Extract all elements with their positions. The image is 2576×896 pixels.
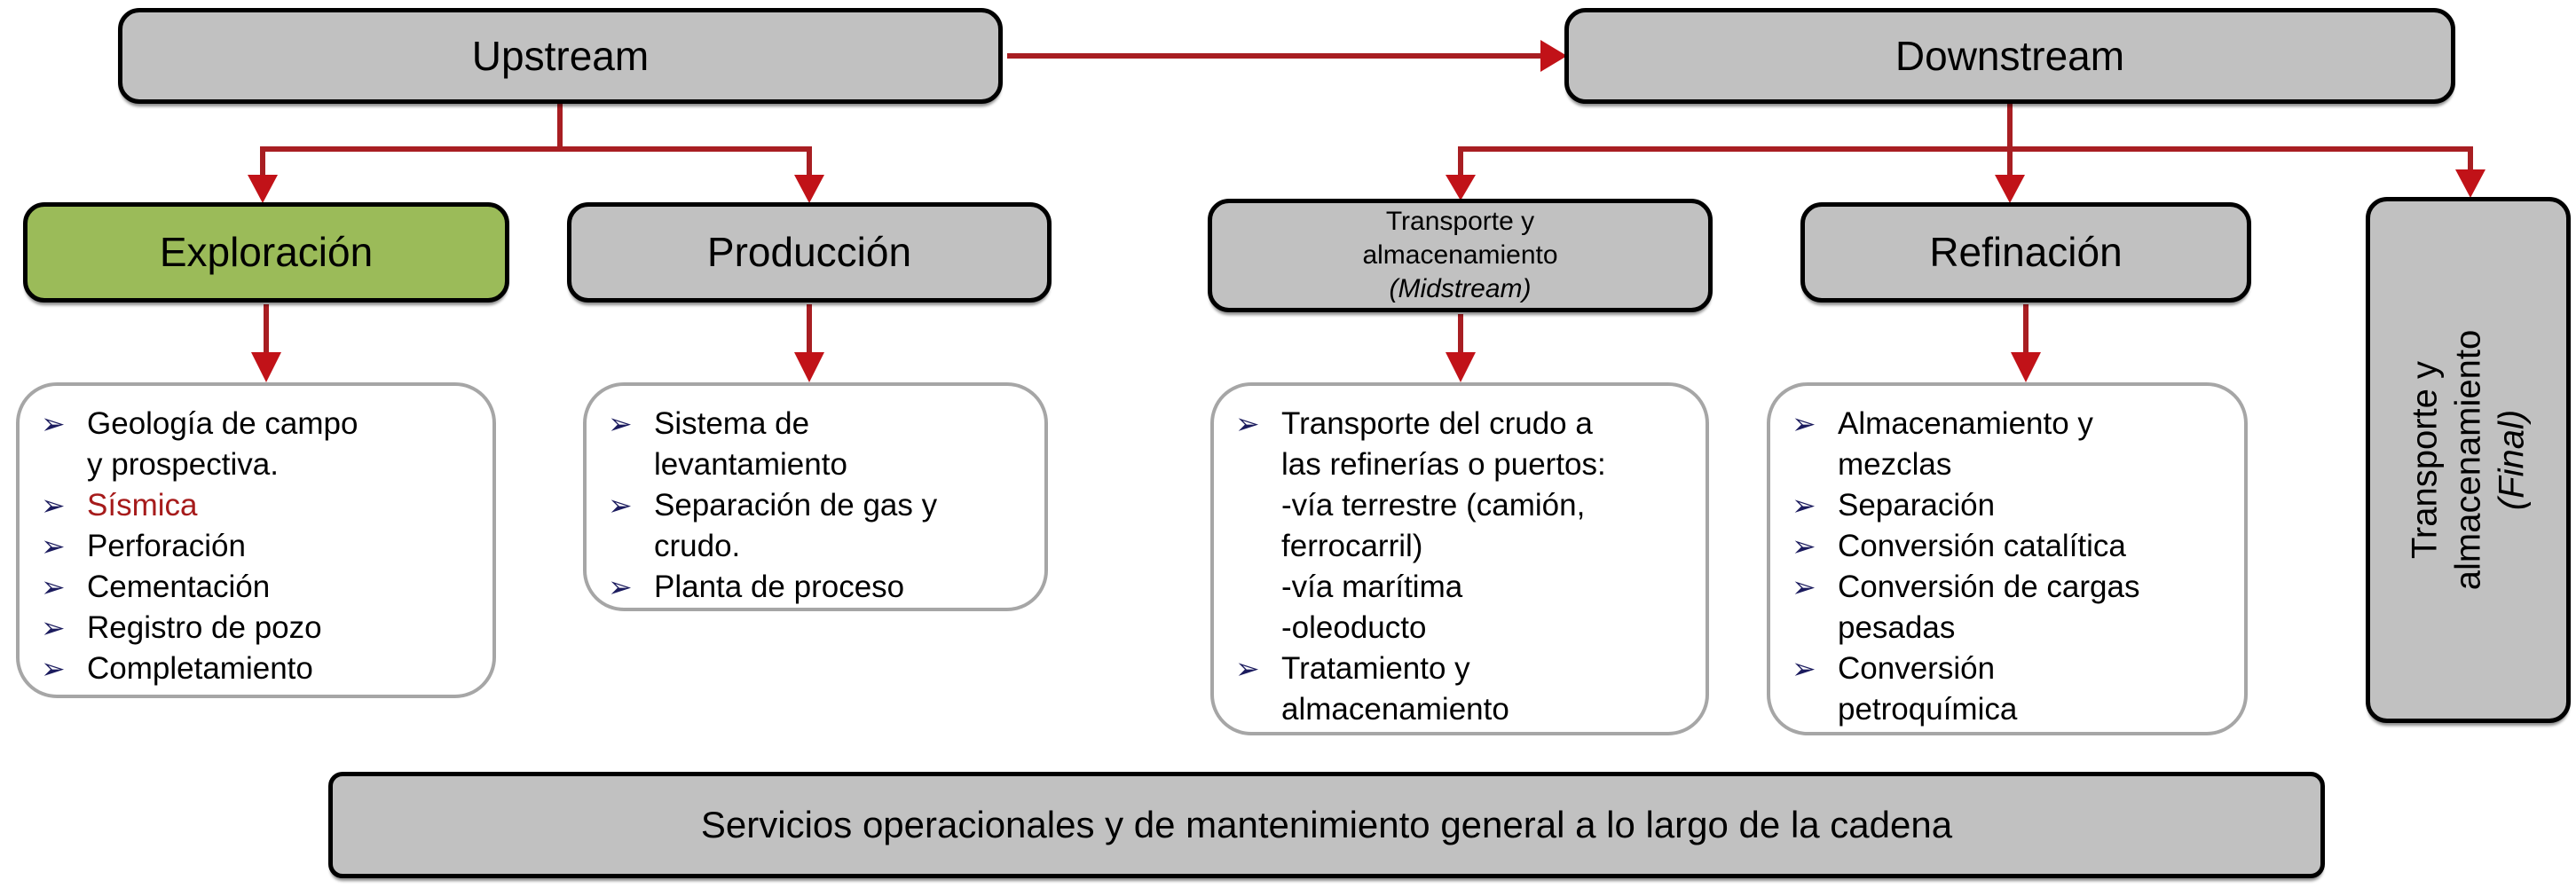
arrow-bullet-icon: ➢ bbox=[608, 489, 633, 522]
upstream-label: Upstream bbox=[471, 32, 650, 79]
list-item: ➢ Cementación bbox=[41, 567, 478, 608]
list-item-text: Registro de pozo bbox=[87, 610, 322, 645]
list-item-text: Planta de proceso bbox=[654, 570, 905, 604]
final-transport-rotated-label: Transporte y almacenamiento (Final) bbox=[2403, 212, 2533, 709]
arrowhead-down-icon bbox=[1446, 352, 1476, 382]
list-item: ➢ Conversión de cargas pesadas bbox=[1792, 567, 2230, 648]
downstream-branch-lines bbox=[1458, 101, 2473, 177]
services-footer-label: Servicios operacionales y de mantenimien… bbox=[700, 804, 1953, 845]
arrowhead-down-icon bbox=[2455, 169, 2485, 198]
final-transport-box: Transporte y almacenamiento (Final) bbox=[2366, 197, 2571, 723]
list-item-text: Conversión petroquímica bbox=[1838, 651, 2018, 727]
refinacion-label: Refinación bbox=[1929, 229, 2123, 276]
list-item: ➢ Transporte del crudo a las refinerías … bbox=[1235, 404, 1691, 648]
list-item-text: Completamiento bbox=[87, 651, 313, 686]
list-item: ➢ Conversión petroquímica bbox=[1792, 648, 2230, 730]
list-item-text: Conversión catalítica bbox=[1838, 529, 2126, 563]
arrowhead-down-icon bbox=[794, 352, 824, 382]
arrow-bullet-icon: ➢ bbox=[41, 530, 66, 562]
list-item: ➢ Perforación bbox=[41, 526, 478, 567]
arrowhead-right-icon bbox=[1540, 40, 1567, 72]
services-footer-bar: Servicios operacionales y de mantenimien… bbox=[328, 772, 2325, 878]
arrowhead-down-icon bbox=[1995, 175, 2025, 203]
list-item-text: Conversión de cargas pesadas bbox=[1838, 570, 2140, 645]
arrowhead-down-icon bbox=[794, 175, 824, 203]
exploracion-label: Exploración bbox=[159, 229, 374, 276]
arrow-bullet-icon: ➢ bbox=[41, 611, 66, 644]
arrowhead-down-icon bbox=[248, 175, 278, 203]
arrow-bullet-icon: ➢ bbox=[41, 652, 66, 685]
list-item-text: Geología de campo y prospectiva. bbox=[87, 406, 358, 482]
list-item-text: Separación bbox=[1838, 488, 1996, 523]
arrow-bullet-icon: ➢ bbox=[1792, 407, 1816, 440]
arrow-bullet-icon: ➢ bbox=[608, 570, 633, 603]
list-item: ➢ Completamiento bbox=[41, 648, 478, 689]
final-label-line3: (Final) bbox=[2492, 409, 2531, 511]
list-item: ➢ Sistema de levantamiento bbox=[608, 404, 1030, 485]
list-item-text: Separación de gas y crudo. bbox=[654, 488, 938, 563]
upstream-box: Upstream bbox=[118, 8, 1003, 104]
arrow-bullet-icon: ➢ bbox=[1792, 489, 1816, 522]
upstream-branch-lines bbox=[260, 101, 812, 177]
list-item: ➢ Separación bbox=[1792, 485, 2230, 526]
refinacion-detail-list: ➢ Almacenamiento y mezclas ➢ Separación … bbox=[1767, 382, 2248, 735]
arrowhead-down-icon bbox=[2011, 352, 2041, 382]
midstream-label-line1: Transporte y bbox=[1385, 207, 1535, 236]
arrow-bullet-icon: ➢ bbox=[608, 407, 633, 440]
arrow-bullet-icon: ➢ bbox=[1235, 652, 1260, 685]
exploracion-box: Exploración bbox=[23, 202, 509, 303]
list-item: ➢ Tratamiento y almacenamiento bbox=[1235, 648, 1691, 730]
midstream-detail-list: ➢ Transporte del crudo a las refinerías … bbox=[1210, 382, 1709, 735]
list-item: ➢ Separación de gas y crudo. bbox=[608, 485, 1030, 567]
arrow-bullet-icon: ➢ bbox=[1792, 570, 1816, 603]
list-item: ➢ Conversión catalítica bbox=[1792, 526, 2230, 567]
arrow-bullet-icon: ➢ bbox=[41, 570, 66, 603]
list-item-text: Tratamiento y almacenamiento bbox=[1281, 651, 1509, 727]
arrowhead-down-icon bbox=[1446, 175, 1476, 200]
arrow-bullet-icon: ➢ bbox=[41, 407, 66, 440]
list-item: ➢ Planta de proceso bbox=[608, 567, 1030, 608]
refinacion-box: Refinación bbox=[1800, 202, 2251, 303]
list-item: ➢ Sísmica bbox=[41, 485, 478, 526]
list-item-text: Almacenamiento y mezclas bbox=[1838, 406, 2093, 482]
list-item: ➢ Geología de campo y prospectiva. bbox=[41, 404, 478, 485]
downstream-box: Downstream bbox=[1564, 8, 2455, 104]
arrow-bullet-icon: ➢ bbox=[41, 489, 66, 522]
list-item-text-highlighted: Sísmica bbox=[87, 488, 198, 523]
list-item: ➢ Registro de pozo bbox=[41, 608, 478, 648]
list-item-text: Transporte del crudo a las refinerías o … bbox=[1281, 406, 1606, 645]
produccion-detail-list: ➢ Sistema de levantamiento ➢ Separación … bbox=[583, 382, 1048, 611]
produccion-label: Producción bbox=[706, 229, 912, 276]
list-item-text: Sistema de levantamiento bbox=[654, 406, 847, 482]
arrow-bullet-icon: ➢ bbox=[1235, 407, 1260, 440]
midstream-box: Transporte y almacenamiento (Midstream) bbox=[1208, 199, 1713, 312]
arrow-bullet-icon: ➢ bbox=[1792, 530, 1816, 562]
arrow-bullet-icon: ➢ bbox=[1792, 652, 1816, 685]
downstream-label: Downstream bbox=[1895, 32, 2125, 79]
final-label-line1: Transporte y bbox=[2405, 360, 2444, 560]
list-item: ➢ Almacenamiento y mezclas bbox=[1792, 404, 2230, 485]
produccion-box: Producción bbox=[567, 202, 1052, 303]
midstream-label-line3: (Midstream) bbox=[1389, 274, 1532, 303]
list-item-text: Perforación bbox=[87, 529, 246, 563]
arrowhead-down-icon bbox=[251, 352, 281, 382]
midstream-label-line2: almacenamiento bbox=[1362, 240, 1558, 270]
final-label-line2: almacenamiento bbox=[2448, 329, 2487, 591]
list-item-text: Cementación bbox=[87, 570, 271, 604]
exploracion-detail-list: ➢ Geología de campo y prospectiva. ➢ Sís… bbox=[16, 382, 496, 698]
